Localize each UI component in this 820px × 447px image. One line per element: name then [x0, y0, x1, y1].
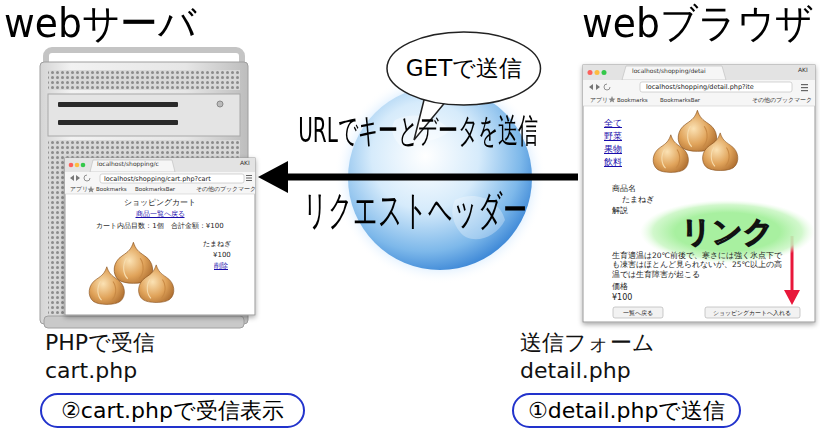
detail-page-screenshot	[801, 87, 808, 88]
text-label: detail.php	[520, 358, 631, 383]
link-pointer-arrow	[784, 290, 800, 305]
text-label: ショッピングカートへ入れる	[713, 310, 791, 317]
text-label: localhost/shopping/detail.php?ite	[646, 84, 754, 91]
server-tower	[48, 70, 240, 90]
text-label: 一覧へ戻る	[623, 310, 653, 317]
text-label: その他のブックマーク	[752, 97, 812, 103]
text-label: PHPで受信	[45, 330, 155, 355]
detail-page-screenshot	[595, 70, 600, 75]
text-label: 果物	[604, 144, 622, 154]
detail-page-screenshot	[705, 307, 800, 318]
cart-page-screenshot	[88, 186, 95, 193]
cart-page-screenshot	[69, 163, 74, 168]
text-label: 商品名	[612, 184, 636, 193]
text-label: 野菜	[604, 131, 622, 141]
detail-page-screenshot	[583, 94, 815, 106]
column-heading: webサーバ	[4, 0, 197, 46]
arrow-head	[258, 161, 288, 193]
detail-page-screenshot	[801, 90, 808, 91]
text-label: AKI	[240, 160, 250, 167]
cart-page-screenshot	[89, 242, 174, 304]
text-label: 全て	[604, 118, 622, 128]
edge-label: URLでキーとデータを送信	[298, 112, 538, 151]
detail-page-screenshot	[604, 84, 610, 90]
detail-page-screenshot	[622, 66, 726, 80]
speech-bubble: GETで送信	[386, 31, 542, 106]
server-tower	[217, 101, 223, 107]
text-label: ショッピングカート	[124, 198, 196, 207]
detail-page-screenshot	[589, 84, 600, 90]
cart-page-screenshot	[84, 175, 90, 181]
cart-page-screenshot	[246, 180, 252, 181]
cart-page-screenshot	[65, 194, 255, 195]
text-label: BookmarksBar	[135, 186, 175, 192]
bubble-ellipse	[387, 32, 541, 105]
node-label: ①detail.phpで送信	[528, 398, 725, 423]
cart-page-screenshot	[100, 174, 244, 183]
text-label: 飲料	[604, 157, 622, 167]
cart-page-screenshot	[90, 160, 175, 172]
detail-page-screenshot	[588, 70, 593, 75]
text-label: localhost/shopping/c	[97, 161, 159, 168]
text-label: カート内品目数：1個 合計金額：¥100	[96, 222, 223, 230]
text-label: ¥100	[612, 293, 632, 302]
cart-page-screenshot	[65, 158, 255, 315]
server-tower	[58, 102, 178, 107]
text-label: ¥100	[213, 251, 231, 259]
text-label: たまねぎ	[622, 195, 654, 204]
node-label: ②cart.phpで受信表示	[61, 398, 284, 423]
text-label: localhost/shopping/detai	[632, 68, 706, 75]
text-label: その他のブックマーク	[196, 186, 256, 192]
text-label: AKI	[798, 67, 808, 74]
text-label: 削除	[214, 262, 228, 270]
cart-page-screenshot	[65, 158, 255, 172]
text-label: 解説	[612, 206, 628, 215]
node-label: GETで送信	[406, 55, 522, 81]
text-label: 価格	[612, 282, 628, 291]
text-label: 生育適温は20℃前後で、寒さには強く氷点下でも凍害はほとんど見られないが、25℃…	[612, 251, 786, 279]
detail-page-screenshot	[583, 65, 815, 322]
detail-page-screenshot	[583, 65, 815, 80]
text-label: BookmarksBar	[660, 97, 700, 103]
arrow-shaft	[286, 174, 578, 181]
text-label: 商品一覧へ戻る	[136, 210, 185, 218]
node-label: リンク	[681, 215, 774, 250]
text-label: アプリ	[70, 186, 88, 192]
cart-page-screenshot	[81, 163, 86, 168]
detail-page-screenshot	[583, 106, 815, 107]
text-label: たまねぎ	[203, 240, 231, 248]
cart-page-screenshot	[246, 178, 252, 179]
detail-page-screenshot	[640, 82, 792, 92]
detail-page-screenshot	[583, 65, 815, 322]
column-heading: webブラウザ	[582, 0, 814, 46]
text-label: リクエストヘッダー	[303, 188, 527, 235]
server-tower	[48, 94, 240, 136]
text-label: cart.php	[45, 358, 137, 383]
text-label: 送信フォーム	[520, 330, 655, 355]
detail-page-screenshot	[653, 110, 738, 172]
text-label: アプリ	[590, 97, 608, 103]
text-label: Bookmarks	[96, 186, 127, 192]
cart-page-screenshot	[246, 175, 252, 176]
detail-page-screenshot	[613, 307, 663, 318]
cart-page-screenshot	[65, 158, 255, 315]
cart-page-screenshot	[75, 163, 80, 168]
text-label: localhost/shopping/cart.php?cart	[104, 176, 211, 183]
detail-page-screenshot	[602, 70, 607, 75]
step-box: ②cart.phpで受信表示	[40, 393, 305, 428]
text-label: Bookmarks	[617, 97, 648, 103]
detail-page-screenshot	[583, 80, 815, 94]
cart-page-screenshot	[65, 172, 255, 184]
detail-page-screenshot	[801, 84, 808, 85]
server-tower	[44, 316, 244, 328]
step-box: ①detail.phpで送信	[512, 393, 741, 428]
cart-page-screenshot	[65, 184, 255, 194]
server-tower	[58, 120, 178, 125]
cart-page-screenshot	[70, 175, 80, 181]
detail-page-screenshot	[609, 96, 616, 103]
